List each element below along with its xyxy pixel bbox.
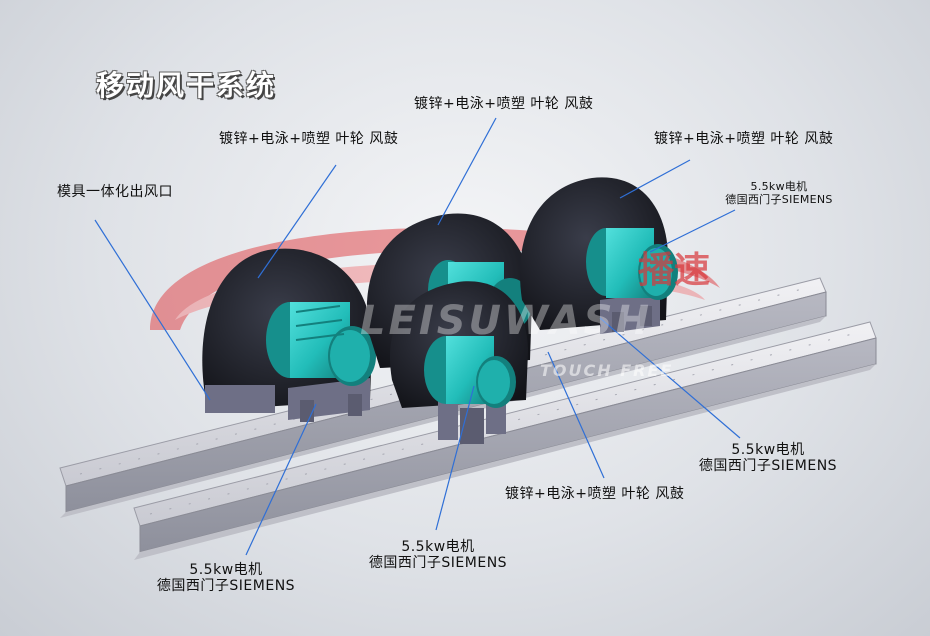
mount-middle — [438, 392, 506, 444]
watermark: 播速 LEISUWASH TOUCH FREE — [360, 250, 710, 380]
label-fan-top: 镀锌+电泳+喷塑 叶轮 风鼓 — [414, 96, 594, 112]
motor-middle-front — [424, 336, 516, 408]
label-motor-bottom-left-brand: 德国西门子SIEMENS — [156, 578, 296, 594]
leader-motor-right — [649, 209, 736, 253]
label-fan-right: 镀锌+电泳+喷塑 叶轮 风鼓 — [654, 131, 834, 147]
leader-motor-bottom-left — [245, 403, 317, 556]
leader-motor-bottom-center — [435, 385, 475, 531]
leader-motor-mid-right — [599, 317, 741, 439]
motor-right — [586, 228, 678, 300]
leader-fan-left — [257, 164, 337, 279]
leader-fan-top — [437, 117, 497, 226]
page-title: 移动风干系统 — [96, 69, 277, 102]
label-motor-bottom-center-power: 5.5kw电机 — [401, 539, 475, 555]
label-motor-bottom-left: 5.5kw电机 德国西门子SIEMENS — [146, 562, 306, 594]
leader-fan-right — [619, 159, 691, 199]
label-motor-bottom-center: 5.5kw电机 德国西门子SIEMENS — [358, 539, 518, 571]
fan-unit-left — [202, 248, 376, 422]
watermark-latin: LEISUWASH — [360, 298, 652, 344]
label-fan-bottom: 镀锌+电泳+喷塑 叶轮 风鼓 — [505, 486, 685, 502]
label-motor-mid-right-brand: 德国西门子SIEMENS — [698, 458, 838, 474]
label-motor-bottom-center-brand: 德国西门子SIEMENS — [368, 555, 508, 571]
label-motor-mid-right-power: 5.5kw电机 — [731, 442, 805, 458]
watermark-chinese: 播速 — [638, 250, 710, 291]
leader-lines — [94, 117, 741, 556]
label-motor-right-power: 5.5kw电机 — [750, 180, 808, 193]
label-fan-left: 镀锌+电泳+喷塑 叶轮 风鼓 — [219, 131, 399, 147]
label-motor-right: 5.5kw电机 德国西门子SIEMENS — [718, 180, 840, 206]
fan-unit-middle-front — [389, 281, 528, 444]
leader-outlet — [94, 219, 211, 401]
label-outlet: 模具一体化出风口 — [57, 184, 173, 200]
label-motor-mid-right: 5.5kw电机 德国西门子SIEMENS — [688, 442, 848, 474]
leader-fan-bottom — [547, 351, 605, 479]
label-motor-bottom-left-power: 5.5kw电机 — [189, 562, 263, 578]
motor-left — [266, 302, 376, 386]
fan-unit-right — [519, 177, 678, 334]
watermark-tagline: TOUCH FREE — [540, 361, 673, 380]
mount-left — [288, 378, 370, 422]
label-motor-right-brand: 德国西门子SIEMENS — [725, 193, 833, 206]
mount-right — [600, 292, 660, 334]
